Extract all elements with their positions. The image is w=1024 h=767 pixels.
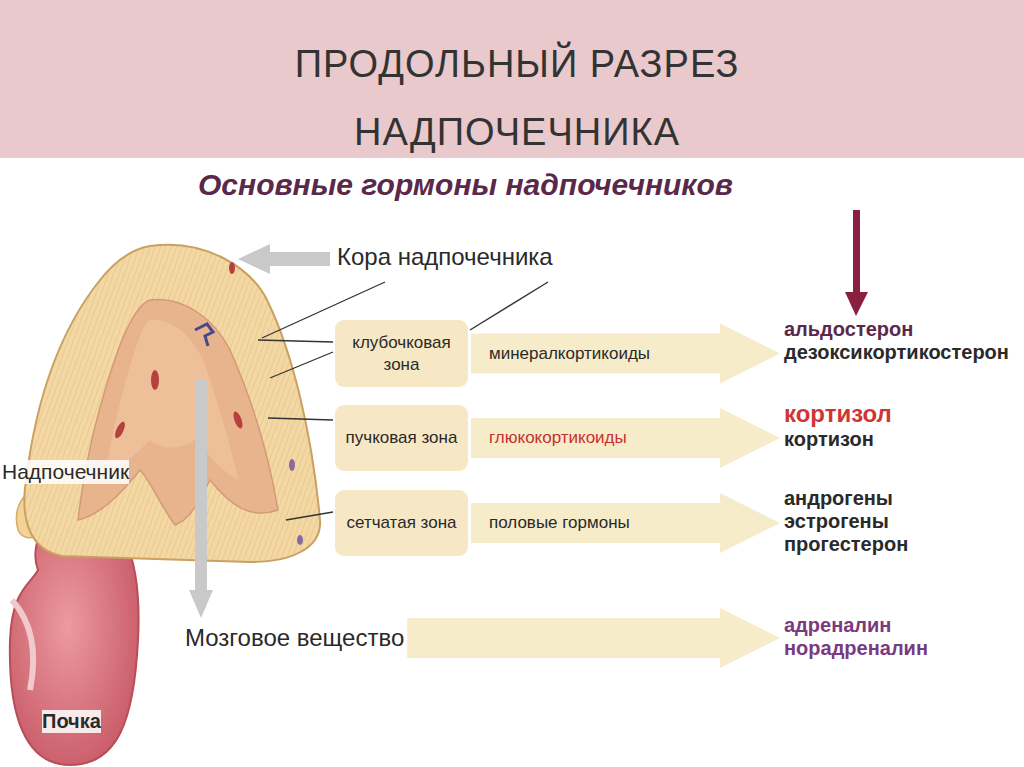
part-label: Почка bbox=[42, 710, 101, 733]
hormone-list: андрогеныэстрогеныпрогестерон bbox=[784, 487, 908, 556]
block-arrow bbox=[471, 324, 780, 384]
block-arrow bbox=[407, 608, 780, 668]
node-text: адреналин bbox=[784, 614, 928, 637]
arrow-label: глюкокортикоиды bbox=[489, 428, 627, 448]
node-text: пучковая зона bbox=[346, 427, 458, 448]
arrow-label: минералкортикоиды bbox=[489, 344, 650, 364]
subtitle: Основные гормоны надпочечников bbox=[198, 168, 733, 202]
node-text: Мозговое вещество bbox=[185, 624, 404, 652]
arrow-label: половые гормоны bbox=[489, 513, 630, 533]
zone-box: клубочковая зона bbox=[335, 320, 468, 387]
node-text: кортизон bbox=[784, 428, 892, 451]
node-text: сетчатая зона bbox=[347, 512, 457, 533]
block-arrow bbox=[471, 493, 780, 553]
hormone-list: альдостерондезоксикортикостерон bbox=[784, 318, 1009, 364]
hormone-list: адреналиннорадреналин bbox=[784, 614, 928, 660]
node-text: норадреналин bbox=[784, 637, 928, 660]
node-text: прогестерон bbox=[784, 533, 908, 556]
part-label: Надпочечник bbox=[2, 460, 129, 484]
node-text: дезоксикортикостерон bbox=[784, 341, 1009, 364]
node-text: эстрогены bbox=[784, 510, 908, 533]
zone-box: пучковая зона bbox=[335, 405, 468, 471]
node-text: андрогены bbox=[784, 487, 908, 510]
block-arrow bbox=[471, 408, 780, 468]
node-text: клубочковая зона bbox=[343, 332, 460, 375]
part-label: Кора надпочечника bbox=[337, 243, 553, 271]
zone-box: сетчатая зона bbox=[335, 490, 468, 556]
hormone-list: кортизолкортизон bbox=[784, 400, 892, 451]
page-title: ПРОДОЛЬНЫЙ РАЗРЕЗ НАДПОЧЕЧНИКА bbox=[247, 30, 787, 166]
part-label-node: Мозговое вещество bbox=[185, 624, 404, 652]
node-text: кортизол bbox=[784, 400, 892, 428]
node-text: альдостерон bbox=[784, 318, 1009, 341]
